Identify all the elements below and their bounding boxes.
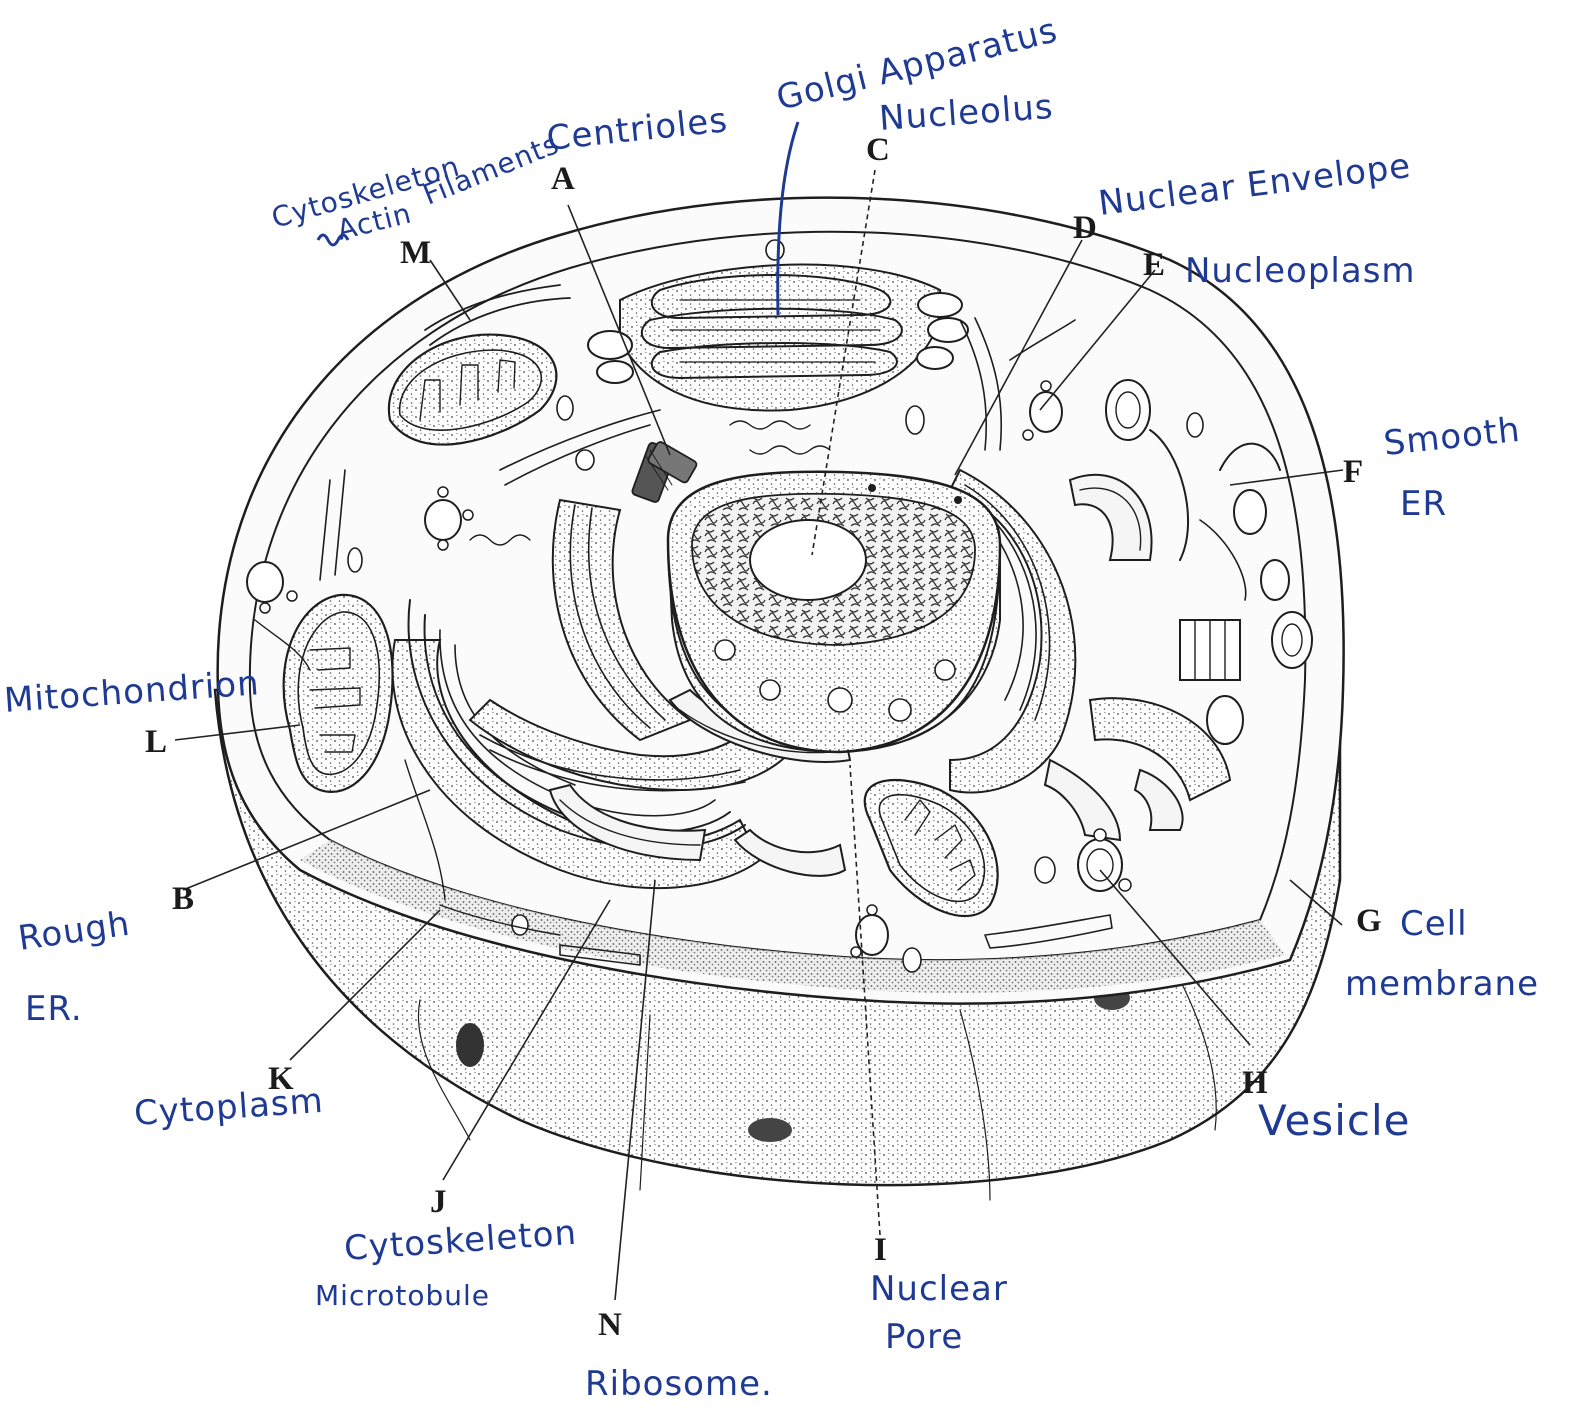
note-nucleoplasm: Nucleoplasm: [1185, 251, 1416, 291]
note-cytoskeleton-microtubule-line2: Microtobule: [315, 1279, 490, 1312]
note-nuclear-pore-line1: Nuclear: [870, 1269, 1008, 1309]
label-L: L: [145, 724, 167, 760]
note-cytoplasm: Cytoplasm: [133, 1081, 325, 1134]
note-nucleolus: Nucleolus: [878, 87, 1055, 139]
note-nuclear-pore-line2: Pore: [885, 1317, 963, 1357]
label-N: N: [598, 1307, 622, 1343]
label-M: M: [400, 235, 431, 271]
note-cell-membrane-line2: membrane: [1345, 964, 1539, 1004]
label-E: E: [1143, 247, 1165, 283]
note-rough-er-line2: ER.: [25, 989, 83, 1029]
label-F: F: [1343, 454, 1363, 490]
nucleolus: [750, 520, 866, 600]
note-vesicle: Vesicle: [1258, 1096, 1410, 1145]
label-B: B: [172, 881, 194, 917]
note-centrioles: Centrioles: [545, 100, 730, 159]
label-I: I: [874, 1232, 887, 1268]
note-rough-er-line1: Rough: [16, 904, 133, 959]
label-A: A: [551, 161, 575, 197]
label-J: J: [430, 1184, 447, 1220]
note-smooth-er-line1: Smooth: [1382, 410, 1523, 464]
label-G: G: [1356, 903, 1382, 939]
label-D: D: [1073, 210, 1097, 246]
note-nuclear-envelope: Nuclear Envelope: [1096, 146, 1413, 224]
note-ribosome: Ribosome.: [585, 1364, 773, 1404]
note-cytoskeleton-microtubule-line1: Cytoskeleton: [343, 1213, 578, 1269]
note-cell-membrane-line1: Cell: [1400, 904, 1468, 944]
note-smooth-er-line2: ER: [1400, 484, 1447, 524]
